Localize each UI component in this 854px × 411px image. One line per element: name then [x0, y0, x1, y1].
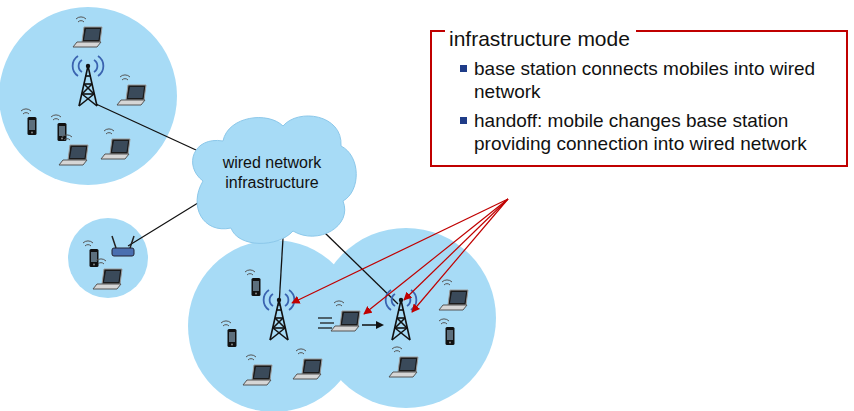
leader-arrow — [404, 199, 508, 300]
handoff-direction-arrow — [362, 321, 384, 329]
wired-links — [96, 104, 398, 306]
laptop-icon — [73, 17, 102, 47]
coverage-cell — [0, 7, 177, 185]
wired-link — [128, 198, 206, 246]
laptop-icon — [93, 259, 122, 289]
phone-icon — [83, 241, 99, 267]
phone-icon — [439, 319, 455, 345]
bullet-marker — [460, 65, 467, 72]
network-cloud: wired network infrastructure — [183, 106, 361, 248]
wireless-router — [112, 236, 134, 256]
laptop-icon — [439, 280, 468, 310]
laptop-icon — [331, 301, 360, 331]
phone-icon — [51, 115, 67, 141]
phone-icon — [21, 109, 37, 135]
laptop-icon — [389, 347, 418, 377]
cloud-label: wired network infrastructure — [207, 153, 337, 193]
phone-icon — [245, 270, 261, 296]
coverage-cell — [68, 218, 148, 298]
callout-box: infrastructure mode base station connects… — [430, 30, 848, 167]
motion-lines — [318, 318, 334, 328]
bullet-text: handoff: mobile changes base station pro… — [474, 110, 807, 154]
callout-heading: infrastructure mode — [445, 27, 636, 51]
bullet-marker — [460, 117, 467, 124]
laptop-icon — [293, 349, 322, 379]
bullet-item: handoff: mobile changes base station pro… — [445, 109, 832, 155]
coverage-cells — [0, 7, 496, 411]
wired-link — [279, 238, 283, 306]
leader-arrow — [412, 199, 508, 312]
laptop-icon — [101, 129, 130, 159]
bullet-item: base station connects mobiles into wired… — [445, 57, 832, 103]
base-station-tower — [386, 290, 417, 340]
bullet-text: base station connects mobiles into wired… — [474, 58, 815, 102]
leader-arrow — [364, 199, 508, 314]
base-station-tower — [264, 290, 295, 340]
laptop-icon — [59, 135, 88, 165]
laptop-icon — [117, 75, 146, 105]
laptop-icon — [243, 355, 272, 385]
cloud-text-group: wired network infrastructure — [207, 161, 337, 193]
coverage-cell — [316, 228, 496, 408]
base-station-tower — [73, 56, 104, 106]
phone-icon — [221, 321, 237, 347]
